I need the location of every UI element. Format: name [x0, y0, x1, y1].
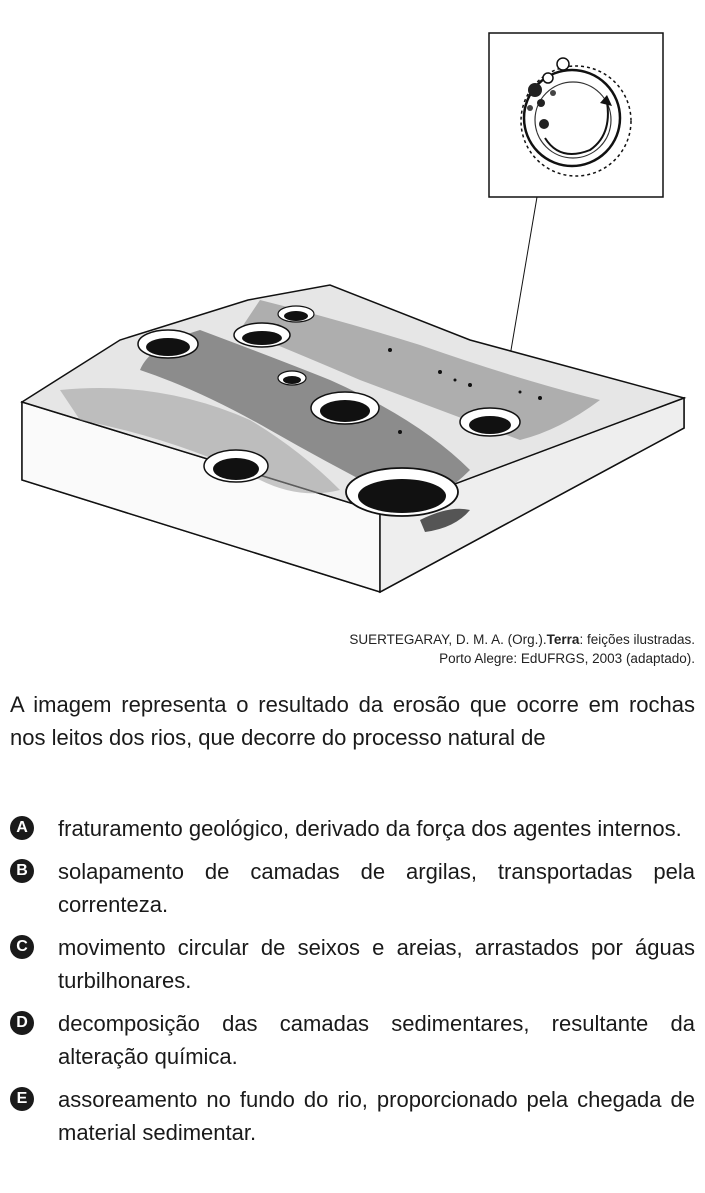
pothole [203, 449, 269, 483]
riverbed-potholes-illustration [20, 32, 687, 594]
pothole [137, 329, 199, 359]
citation-line-1: SUERTEGARAY, D. M. A. (Org.).Terra: feiç… [349, 630, 695, 649]
circular-flow-arrow-icon [600, 95, 612, 106]
option-b[interactable]: B solapamento de camadas de argilas, tra… [10, 855, 695, 921]
option-c[interactable]: C movimento circular de seixos e areias,… [10, 931, 695, 997]
answer-options: A fraturamento geológico, derivado da fo… [10, 812, 695, 1159]
pothole [459, 407, 521, 437]
source-citation: SUERTEGARAY, D. M. A. (Org.).Terra: feiç… [349, 630, 695, 668]
option-e[interactable]: E assoreamento no fundo do rio, proporci… [10, 1083, 695, 1149]
question-stem: A imagem representa o resultado da erosã… [10, 692, 695, 750]
option-letter-badge: C [10, 935, 34, 959]
rock-block [20, 284, 687, 594]
option-a[interactable]: A fraturamento geológico, derivado da fo… [10, 812, 695, 845]
citation-work-title: Terra [546, 632, 580, 647]
pothole [310, 391, 380, 425]
option-text: fraturamento geológico, derivado da forç… [58, 816, 682, 841]
option-letter-badge: D [10, 1011, 34, 1035]
option-d[interactable]: D decomposição das camadas sedimentares,… [10, 1007, 695, 1073]
citation-publisher: Porto Alegre: EdUFRGS, 2003 (adaptado). [439, 651, 695, 666]
citation-subtitle: : feições ilustradas. [579, 632, 695, 647]
citation-author: SUERTEGARAY, D. M. A. (Org.). [349, 632, 547, 647]
pothole [233, 322, 291, 348]
option-text: movimento circular de seixos e areias, a… [58, 935, 695, 993]
option-letter-badge: E [10, 1087, 34, 1111]
option-text: solapamento de camadas de argilas, trans… [58, 859, 695, 917]
option-text: assoreamento no fundo do rio, proporcion… [58, 1087, 695, 1145]
pothole [277, 370, 307, 386]
pothole [345, 467, 459, 517]
option-letter-badge: A [10, 816, 34, 840]
pothole [277, 305, 315, 323]
option-text: decomposição das camadas sedimentares, r… [58, 1011, 695, 1069]
option-letter-badge: B [10, 859, 34, 883]
inset-detail-box [488, 32, 664, 198]
